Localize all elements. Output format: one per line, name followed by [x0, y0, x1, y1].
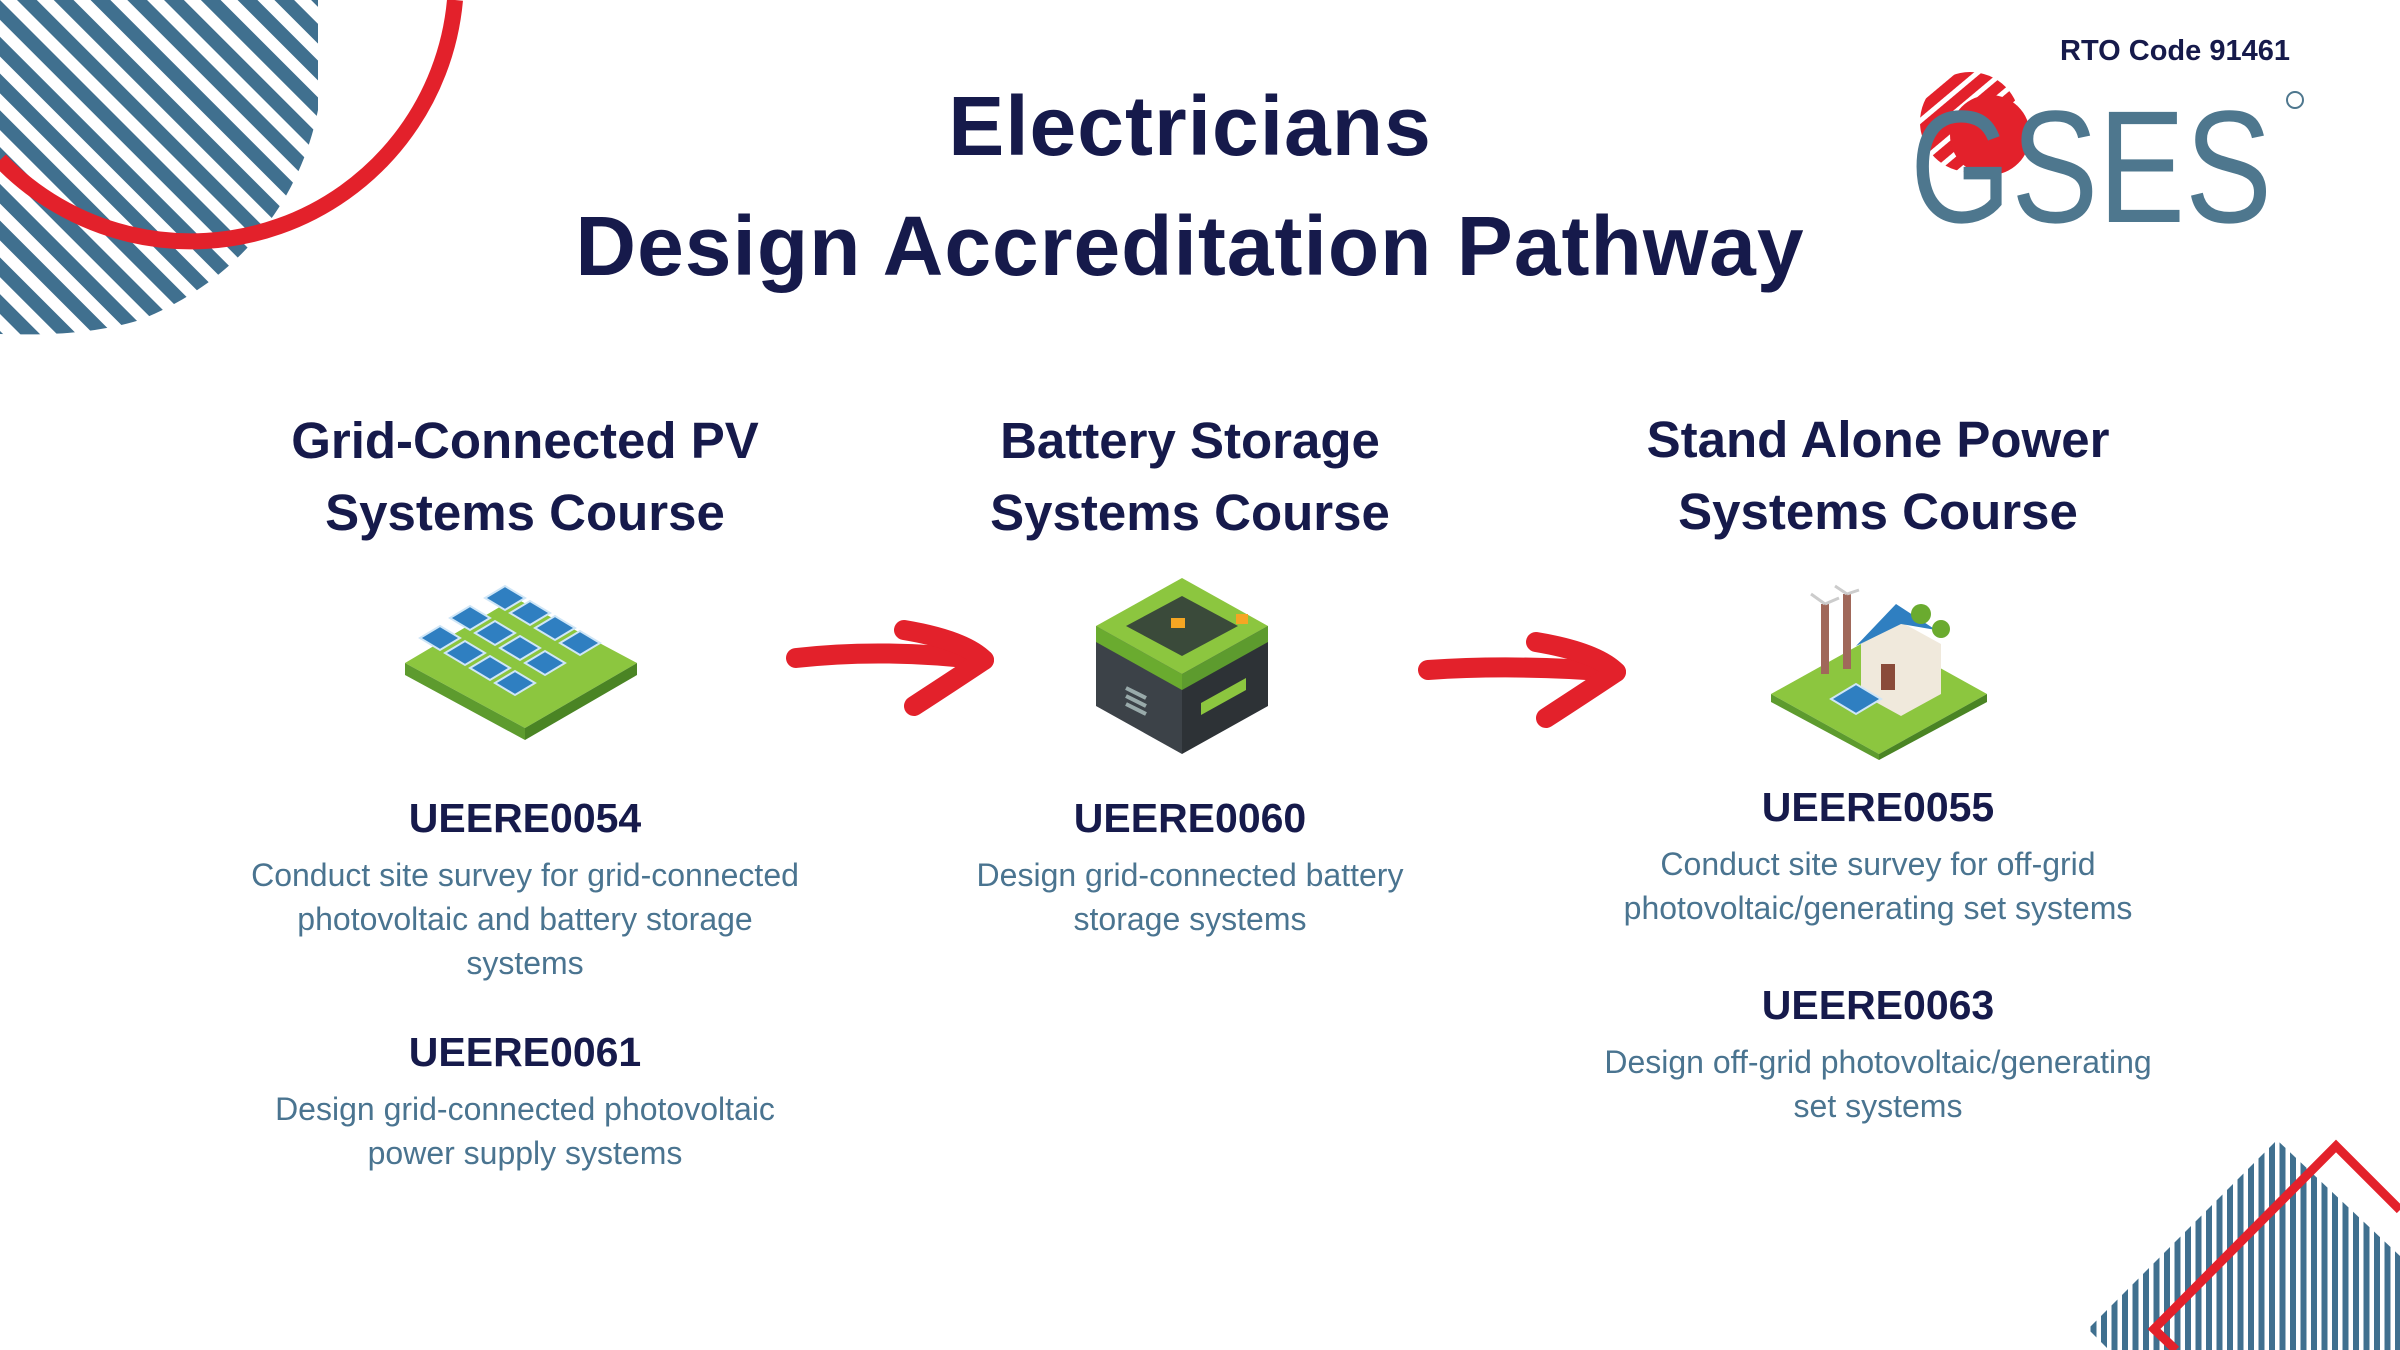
- red-ring-decoration: [0, 0, 463, 250]
- unit-description: Design grid-connected battery: [976, 857, 1404, 893]
- unit-code: UEERE0054: [408, 795, 642, 841]
- course-heading: Grid-Connected PV: [291, 412, 759, 469]
- course-heading: Systems Course: [990, 484, 1390, 541]
- registered-mark-icon: [2286, 91, 2304, 109]
- unit-description: Design grid-connected photovoltaic: [275, 1091, 775, 1127]
- unit-code: UEERE0063: [1761, 982, 1995, 1028]
- course-battery-storage: Battery Storage Systems Course: [870, 405, 1510, 549]
- course-heading: Systems Course: [1678, 483, 2078, 540]
- unit-code: UEERE0061: [408, 1029, 642, 1075]
- unit-description: photovoltaic and battery storage: [297, 901, 753, 937]
- solar-farm-icon: [405, 584, 637, 740]
- unit-ueere0055: UEERE0055 Conduct site survey for off-gr…: [1558, 782, 2198, 930]
- arrow-right-icon: [786, 620, 994, 716]
- arrow-right-icon: [1418, 632, 1626, 728]
- course-stand-alone-power: Stand Alone Power Systems Course: [1558, 404, 2198, 548]
- unit-description: Conduct site survey for off-grid: [1660, 846, 2096, 882]
- unit-description: power supply systems: [367, 1135, 683, 1171]
- unit-ueere0054: UEERE0054 Conduct site survey for grid-c…: [205, 793, 845, 985]
- striped-diamond-decoration: [2088, 1139, 2400, 1350]
- unit-ueere0061: UEERE0061 Design grid-connected photovol…: [205, 1027, 845, 1175]
- unit-code: UEERE0060: [1073, 795, 1307, 841]
- unit-description: storage systems: [1073, 901, 1307, 937]
- battery-icon: [1096, 578, 1268, 754]
- red-diamond-outline: [2147, 1139, 2400, 1350]
- course-grid-connected-pv: Grid-Connected PV Systems Course: [205, 405, 845, 549]
- gses-logo: GSES: [1910, 72, 2304, 230]
- unit-ueere0063: UEERE0063 Design off-grid photovoltaic/g…: [1558, 980, 2198, 1128]
- off-grid-house-icon: [1771, 584, 1987, 760]
- unit-description: set systems: [1793, 1088, 1963, 1124]
- course-heading: Battery Storage: [1000, 412, 1380, 469]
- unit-description: Design off-grid photovoltaic/generating: [1604, 1044, 2152, 1080]
- unit-code: UEERE0055: [1761, 784, 1995, 830]
- unit-ueere0060: UEERE0060 Design grid-connected battery …: [870, 793, 1510, 941]
- unit-description: Conduct site survey for grid-connected: [251, 857, 799, 893]
- unit-description: systems: [466, 945, 584, 981]
- striped-circle-decoration: [0, 0, 463, 335]
- unit-description: photovoltaic/generating set systems: [1623, 890, 2133, 926]
- course-heading: Stand Alone Power: [1646, 411, 2110, 468]
- page-title-line1: Electricians: [948, 79, 1432, 173]
- rto-code: RTO Code 91461: [2060, 35, 2290, 67]
- page-title-line2: Design Accreditation Pathway: [575, 199, 1805, 293]
- svg-text:GSES: GSES: [1910, 77, 2272, 230]
- course-heading: Systems Course: [325, 484, 725, 541]
